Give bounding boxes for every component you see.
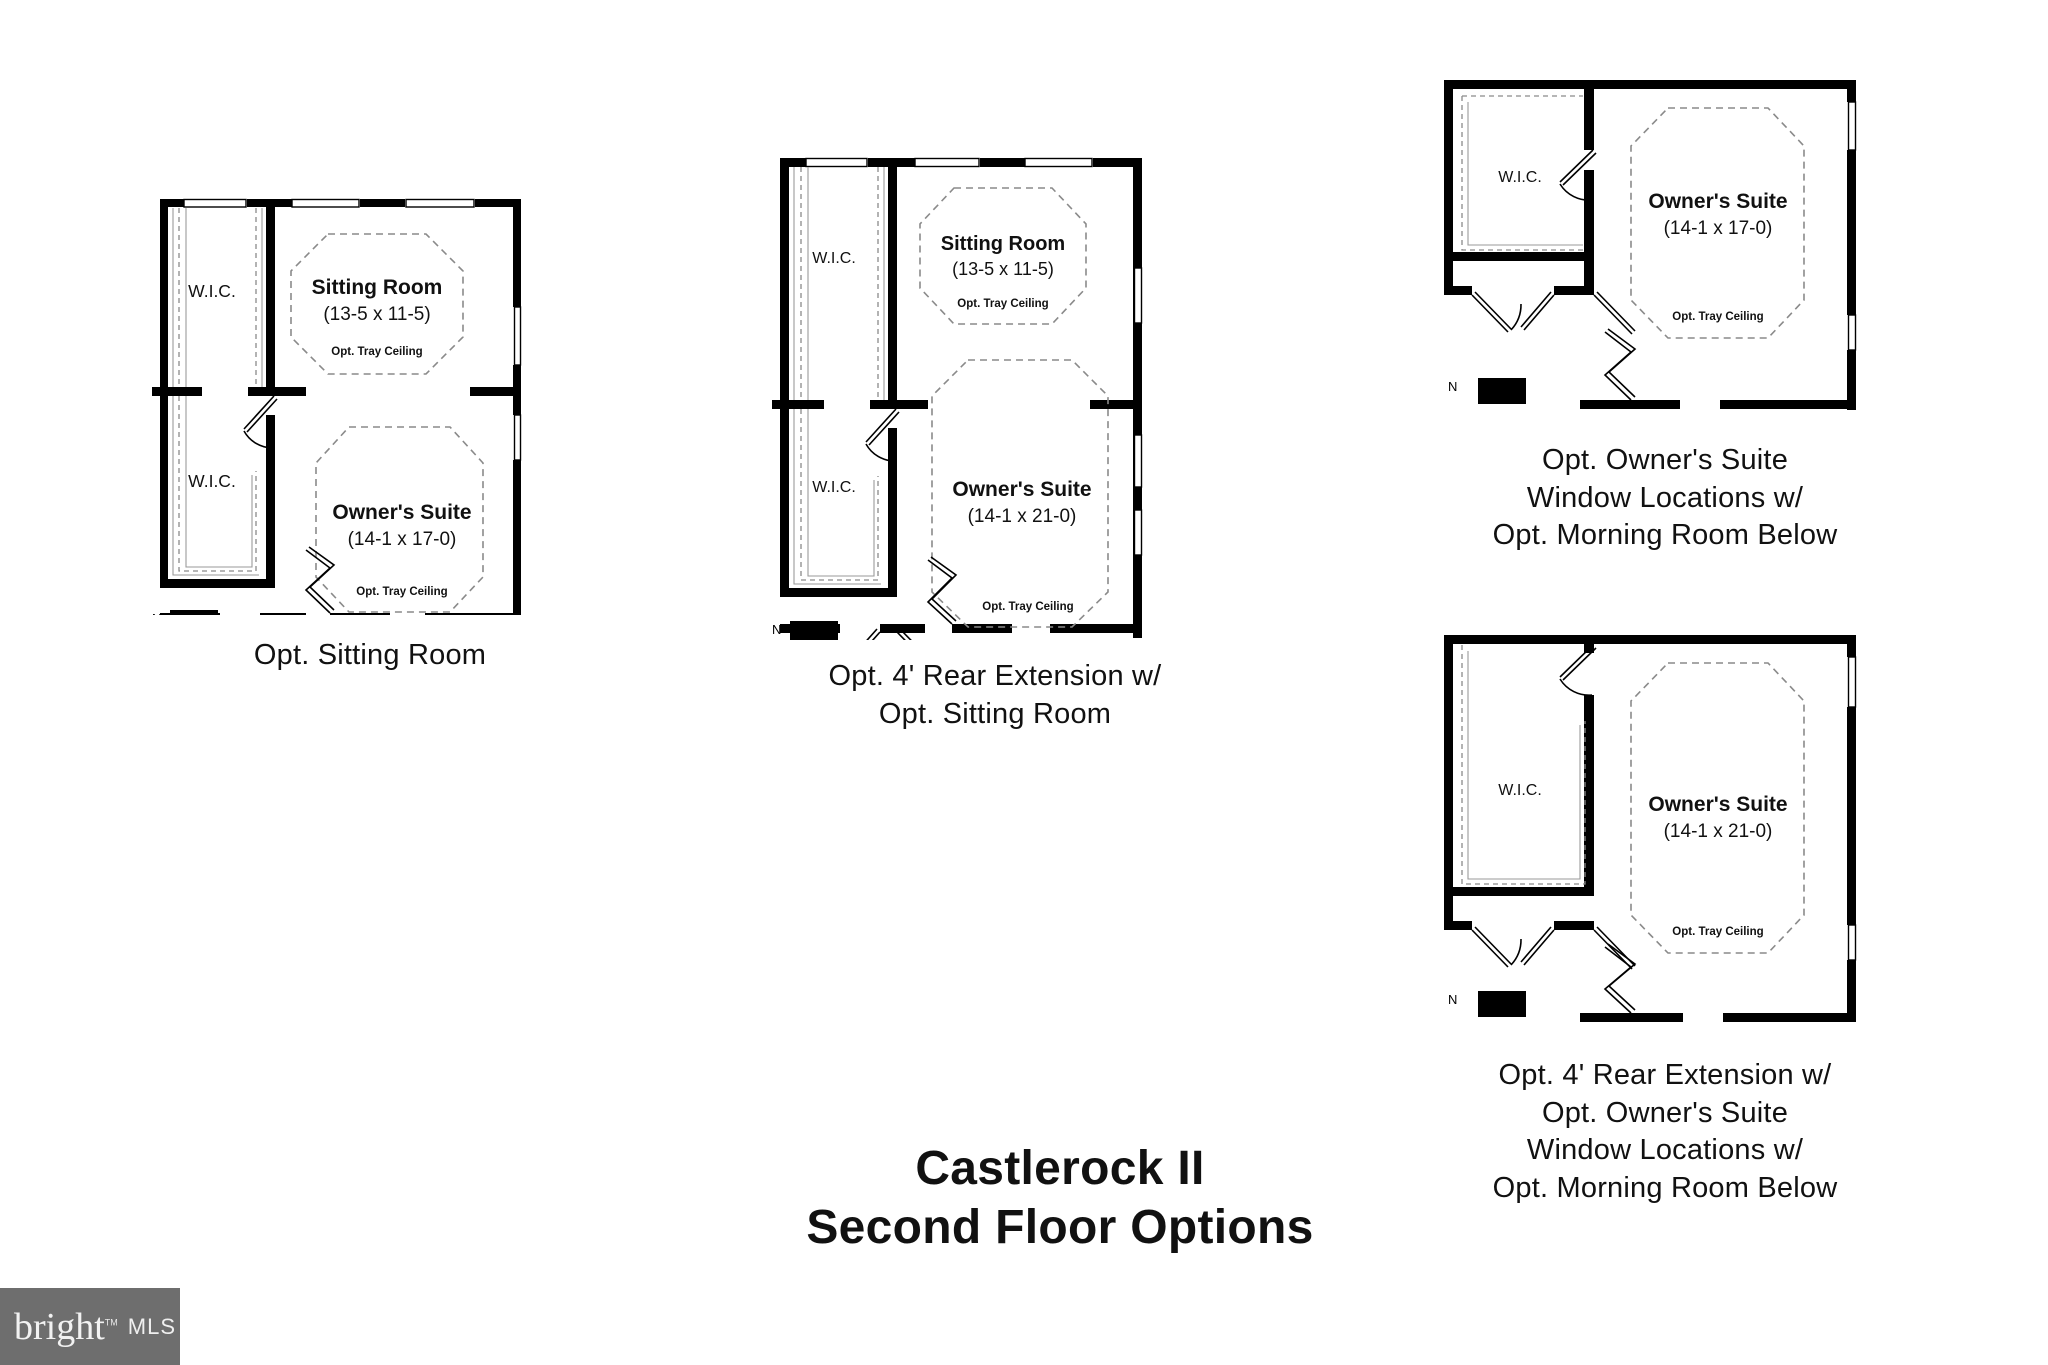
plan4-caption-line3: Window Locations w/ xyxy=(1526,1134,1804,1167)
plan3-zigzag xyxy=(1603,328,1637,401)
room-note-sitting-room: Opt. Tray Ceiling xyxy=(331,346,422,358)
plan2-caption-line1: Opt. 4' Rear Extension w/ xyxy=(828,660,1162,692)
plan2-compass: N xyxy=(772,621,838,640)
room-label-wic-upper: W.I.C. xyxy=(812,250,856,267)
plan4-caption-line2: Opt. Owner's Suite xyxy=(1541,1096,1789,1129)
plan3-owners-suite-tray-outline xyxy=(1630,107,1805,339)
compass-n-label: N xyxy=(1448,992,1457,1007)
plan2-zigzag xyxy=(926,556,958,625)
room-dims-owners-suite: (14-1 x 17-0) xyxy=(348,529,457,550)
floor-plan-opt-rear-extension-owners-suite-window-locations: N W.I.C. Owner's Suite (14-1 x 21-0) Opt… xyxy=(1420,615,1910,1208)
plan1-compass: N xyxy=(152,610,218,615)
plan4-caption: Opt. 4' Rear Extension w/ Opt. Owner's S… xyxy=(1420,1057,1910,1208)
watermark-mls-label: MLS xyxy=(127,1313,177,1339)
plan4-zigzag xyxy=(1603,943,1637,1014)
plan4-owners-suite-tray-outline xyxy=(1630,662,1805,954)
plan2-walls xyxy=(772,158,1142,638)
plan4-windows xyxy=(1847,656,1857,961)
room-label-owners-suite: Owner's Suite xyxy=(1648,793,1787,816)
room-label-wic-lower: W.I.C. xyxy=(812,479,856,496)
plan2-caption-line2: Opt. Sitting Room xyxy=(878,697,1112,730)
watermark-tm: TM xyxy=(104,1316,118,1327)
plan1-sitting-room-tray-outline xyxy=(290,233,464,375)
floor-plan-opt-owners-suite-window-locations: N W.I.C. Owner's Suite (14-1 x 17-0) Opt… xyxy=(1420,60,1910,555)
plan4-bottom-doors xyxy=(1471,926,1636,970)
plan1-walls xyxy=(152,199,521,615)
plan4-compass: N xyxy=(1448,991,1526,1017)
room-dims-sitting-room: (13-5 x 11-5) xyxy=(952,259,1054,279)
plan2-sitting-room-tray-outline xyxy=(919,187,1087,325)
room-label-sitting-room: Sitting Room xyxy=(941,233,1065,255)
plan4-closet-shelving xyxy=(1467,651,1581,880)
plan3-drawing: N W.I.C. Owner's Suite (14-1 x 17-0) Opt… xyxy=(1444,80,1857,410)
room-note-sitting-room: Opt. Tray Ceiling xyxy=(957,298,1048,310)
plan3-caption-line2: Window Locations w/ xyxy=(1526,481,1804,514)
room-label-owners-suite: Owner's Suite xyxy=(952,478,1091,501)
floor-plan-opt-sitting-room: N W.I.C. W.I.C. Sitting Room (13-5 x 11-… xyxy=(140,175,600,675)
plan2-drawing: N W.I.C. W.I.C. Sitting Room (13-5 x 11-… xyxy=(772,157,1143,640)
plan2-closet-shelving xyxy=(793,167,885,585)
plan3-walls xyxy=(1444,80,1856,410)
room-label-owners-suite: Owner's Suite xyxy=(1648,190,1787,213)
plan2-caption: Opt. 4' Rear Extension w/ Opt. Sitting R… xyxy=(760,658,1230,733)
plan1-closet-shelving-dash xyxy=(178,208,257,572)
plan2-windows xyxy=(805,157,1143,556)
plan3-caption: Opt. Owner's Suite Window Locations w/ O… xyxy=(1420,442,1910,555)
plan3-caption-line3: Opt. Morning Room Below xyxy=(1492,519,1838,552)
floor-plan-opt-rear-extension-sitting-room: N W.I.C. W.I.C. Sitting Room (13-5 x 11-… xyxy=(760,140,1230,733)
plan4-drawing: N W.I.C. Owner's Suite (14-1 x 21-0) Opt… xyxy=(1444,635,1857,1022)
plan4-walls xyxy=(1444,635,1856,1022)
plan3-closet-shelving xyxy=(1467,102,1583,246)
plan3-caption-line1: Opt. Owner's Suite xyxy=(1541,444,1789,476)
room-note-owners-suite: Opt. Tray Ceiling xyxy=(1672,311,1763,323)
room-label-wic-upper: W.I.C. xyxy=(188,281,236,301)
plan4-closet-door-swing xyxy=(1559,644,1597,696)
room-dims-owners-suite: (14-1 x 17-0) xyxy=(1664,218,1773,239)
watermark-brand-text: brightTM xyxy=(14,1308,118,1346)
plan1-closet-shelving xyxy=(172,208,263,576)
plan1-windows xyxy=(183,198,522,461)
plan3-windows xyxy=(1847,101,1857,351)
bright-mls-watermark: brightTM MLS xyxy=(0,1288,180,1365)
compass-n-label: N xyxy=(152,611,161,615)
room-label-wic-lower: W.I.C. xyxy=(188,471,236,491)
plan1-door-jamb xyxy=(266,415,275,449)
plan3-closet-door-swing xyxy=(1559,149,1597,201)
plan2-closet-shelving-dash xyxy=(800,167,879,581)
plan4-caption-line1: Opt. 4' Rear Extension w/ xyxy=(1498,1059,1832,1091)
watermark-brand-label: bright xyxy=(14,1305,105,1348)
page-title: Castlerock II Second Floor Options xyxy=(560,1140,1560,1257)
plan2-owners-suite-tray-outline xyxy=(931,359,1109,628)
plan1-caption-line1: Opt. Sitting Room xyxy=(253,639,487,671)
page-title-line1: Castlerock II xyxy=(915,1142,1205,1195)
room-dims-owners-suite: (14-1 x 21-0) xyxy=(1664,821,1773,842)
room-dims-sitting-room: (13-5 x 11-5) xyxy=(323,304,430,325)
room-label-owners-suite: Owner's Suite xyxy=(332,501,471,524)
plan1-zigzag xyxy=(304,546,336,614)
room-note-owners-suite: Opt. Tray Ceiling xyxy=(1672,926,1763,938)
page-title-line2: Second Floor Options xyxy=(806,1200,1314,1254)
plan4-closet-shelving-dash xyxy=(1461,645,1586,885)
compass-n-label: N xyxy=(1448,379,1457,394)
plan1-caption: Opt. Sitting Room xyxy=(140,637,600,675)
compass-n-label: N xyxy=(772,622,781,637)
room-note-owners-suite: Opt. Tray Ceiling xyxy=(982,601,1073,613)
plan4-caption-line4: Opt. Morning Room Below xyxy=(1492,1172,1838,1205)
room-label-wic: W.I.C. xyxy=(1498,782,1542,799)
room-label-sitting-room: Sitting Room xyxy=(312,276,443,299)
plan3-closet-shelving-dash xyxy=(1461,95,1583,251)
plan3-compass: N xyxy=(1448,378,1526,404)
room-dims-owners-suite: (14-1 x 21-0) xyxy=(968,506,1077,527)
plan3-bottom-doors xyxy=(1471,291,1636,335)
room-label-wic: W.I.C. xyxy=(1498,169,1542,186)
plan2-door-jamb xyxy=(888,428,897,462)
room-note-owners-suite: Opt. Tray Ceiling xyxy=(356,586,447,598)
plan1-drawing: N W.I.C. W.I.C. Sitting Room (13-5 x 11-… xyxy=(152,198,522,615)
